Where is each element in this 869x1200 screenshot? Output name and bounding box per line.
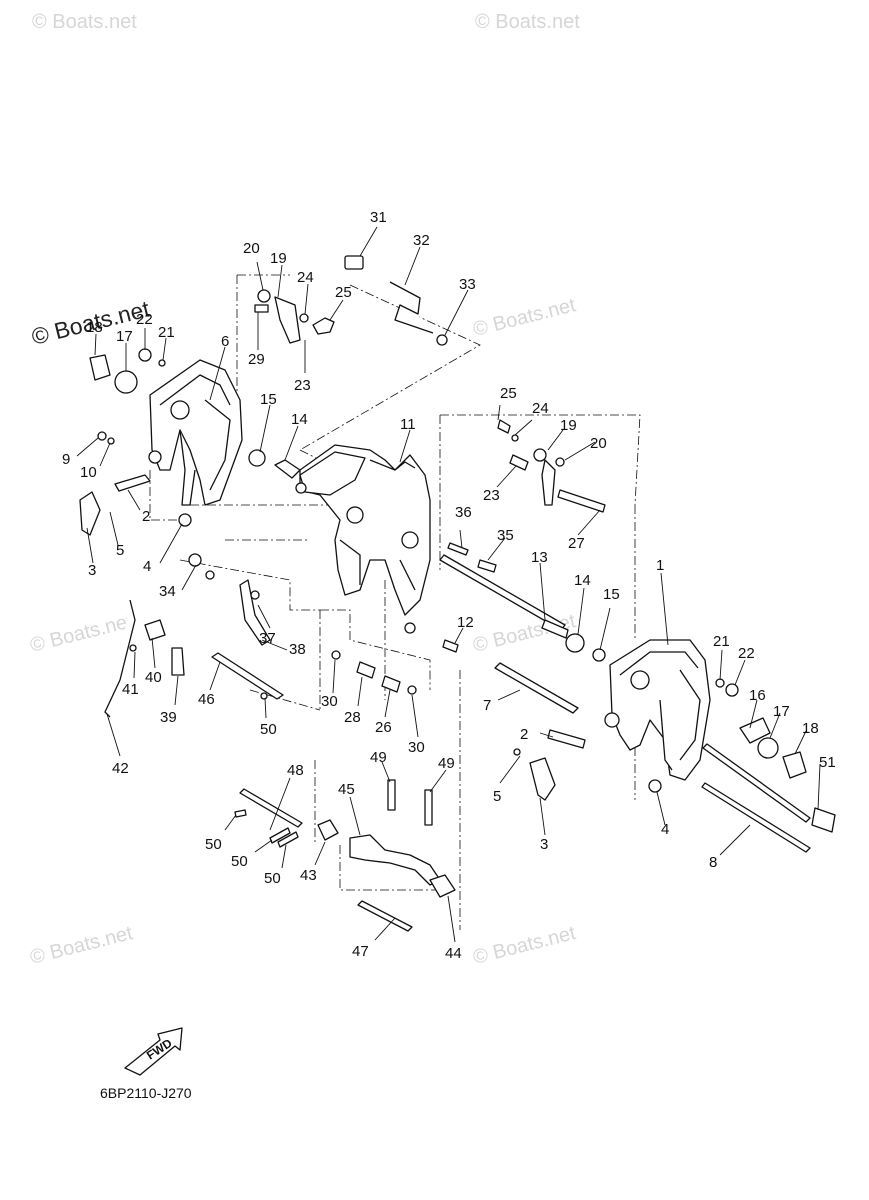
callout-17: 17 <box>116 328 133 345</box>
callout-3: 3 <box>88 562 96 579</box>
callout-5: 5 <box>493 788 501 805</box>
fwd-arrow-icon: FWD <box>124 1027 183 1076</box>
callout-31: 31 <box>370 209 387 226</box>
watermark: © Boats.net <box>28 922 135 969</box>
callout-25: 25 <box>335 284 352 301</box>
callout-45: 45 <box>338 781 355 798</box>
callout-23: 23 <box>294 377 311 394</box>
callout-21: 21 <box>158 324 175 341</box>
callout-46: 46 <box>198 691 215 708</box>
callout-50: 50 <box>260 721 277 738</box>
callout-48: 48 <box>287 762 304 779</box>
callout-11: 11 <box>400 416 416 433</box>
callout-26: 26 <box>375 719 392 736</box>
callout-39: 39 <box>160 709 177 726</box>
callout-30: 30 <box>408 739 425 756</box>
watermark: © Boats.net <box>471 294 578 341</box>
callout-28: 28 <box>344 709 361 726</box>
callout-1: 1 <box>656 557 664 574</box>
callout-44: 44 <box>445 945 462 962</box>
callout-47: 47 <box>352 943 369 960</box>
callout-6: 6 <box>221 333 229 350</box>
callout-20: 20 <box>243 240 260 257</box>
callout-23: 23 <box>483 487 500 504</box>
clamp-bracket-right <box>604 639 711 781</box>
watermark: © Boats.net <box>32 11 137 33</box>
callout-27: 27 <box>568 535 585 552</box>
callout-3: 3 <box>540 836 548 853</box>
callout-8: 8 <box>709 854 717 871</box>
callout-25: 25 <box>500 385 517 402</box>
callout-34: 34 <box>159 583 176 600</box>
callout-15: 15 <box>260 391 277 408</box>
callout-22: 22 <box>136 311 153 328</box>
callout-14: 14 <box>291 411 308 428</box>
callout-42: 42 <box>112 760 129 777</box>
callout-50: 50 <box>264 870 281 887</box>
callout-7: 7 <box>483 697 491 714</box>
watermark: © Boats.net <box>475 11 580 33</box>
part-callouts: 31 32 33 20 19 24 25 29 23 18 22 21 17 6… <box>62 209 836 962</box>
callout-2: 2 <box>520 726 528 743</box>
swivel-bracket <box>295 444 431 616</box>
clamp-bracket-left <box>148 359 243 506</box>
callout-29: 29 <box>248 351 265 368</box>
callout-14: 14 <box>574 572 591 589</box>
callout-19: 19 <box>560 417 577 434</box>
callout-4: 4 <box>661 821 669 838</box>
callout-18: 18 <box>802 720 819 737</box>
hardware <box>79 255 836 898</box>
callout-2: 2 <box>142 508 150 525</box>
callout-40: 40 <box>145 669 162 686</box>
callout-51: 51 <box>819 754 836 771</box>
callout-49: 49 <box>370 749 387 766</box>
callout-20: 20 <box>590 435 607 452</box>
callout-9: 9 <box>62 451 70 468</box>
callout-13: 13 <box>531 549 548 566</box>
callout-30: 30 <box>321 693 338 710</box>
callout-35: 35 <box>497 527 514 544</box>
watermark: © Boats.net <box>471 922 578 969</box>
watermark: © Boats.net <box>28 610 135 657</box>
callout-41: 41 <box>122 681 139 698</box>
callout-10: 10 <box>80 464 97 481</box>
callout-15: 15 <box>603 586 620 603</box>
callout-43: 43 <box>300 867 317 884</box>
leader-lines <box>76 226 821 943</box>
callout-17: 17 <box>773 703 790 720</box>
callout-4: 4 <box>143 558 151 575</box>
callout-22: 22 <box>738 645 755 662</box>
callout-16: 16 <box>749 687 766 704</box>
callout-32: 32 <box>413 232 430 249</box>
callout-50: 50 <box>231 853 248 870</box>
callout-49: 49 <box>438 755 455 772</box>
diagram-code: 6BP2110-J270 <box>100 1085 192 1101</box>
callout-33: 33 <box>459 276 476 293</box>
callout-21: 21 <box>713 633 730 650</box>
callout-24: 24 <box>297 269 314 286</box>
callout-37: 37 <box>259 630 276 647</box>
callout-36: 36 <box>455 504 472 521</box>
callout-50: 50 <box>205 836 222 853</box>
callout-5: 5 <box>116 542 124 559</box>
rods <box>211 304 811 932</box>
callout-12: 12 <box>457 614 474 631</box>
callout-24: 24 <box>532 400 549 417</box>
callout-19: 19 <box>270 250 287 267</box>
callout-38: 38 <box>289 641 306 658</box>
callout-18: 18 <box>86 319 103 336</box>
